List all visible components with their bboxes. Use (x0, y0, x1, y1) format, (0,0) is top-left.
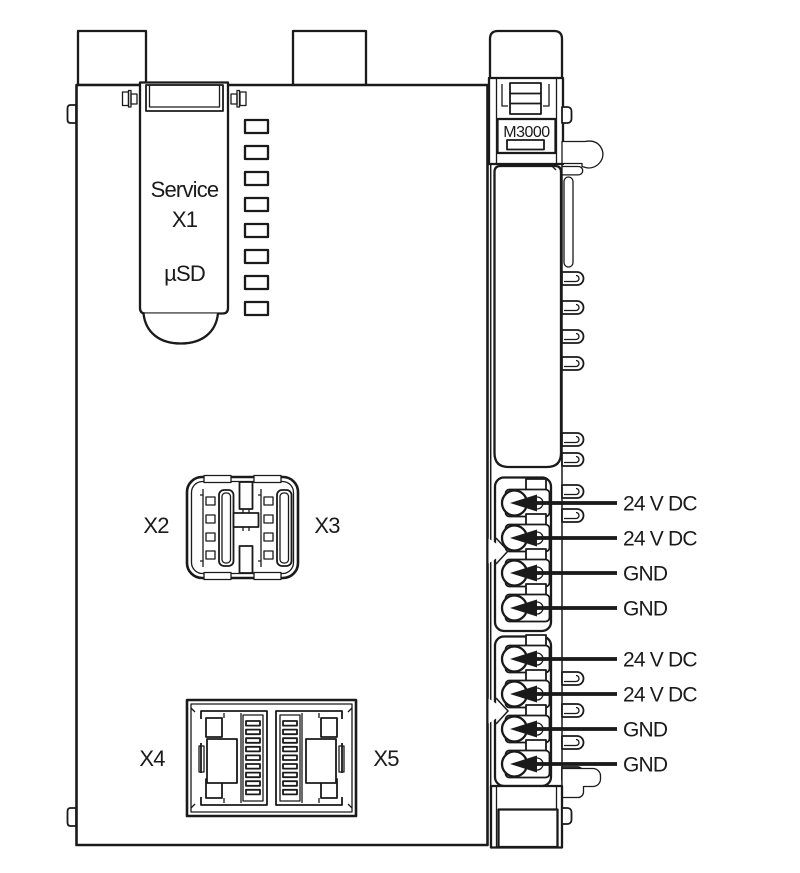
model-badge: M3000 (496, 117, 557, 155)
bus-body (493, 164, 563, 469)
led-indicator (243, 300, 270, 317)
finger-tab (561, 735, 585, 750)
terminal-label: 24 V DC (623, 649, 697, 672)
latch-section: M3000 (487, 76, 573, 166)
side-rail-bar (563, 176, 574, 268)
finger-tab (561, 452, 585, 467)
usb-right-label: X3 (314, 513, 340, 538)
finger-tab (561, 271, 585, 286)
terminal-label: 24 V DC (623, 684, 697, 707)
usb-connector (185, 474, 300, 581)
din-hook-top (561, 140, 604, 169)
ethernet-port-x5 (275, 710, 345, 806)
led-indicator (243, 248, 270, 265)
model-badge-text: M3000 (503, 124, 550, 141)
top-tab-right (488, 29, 564, 81)
led-indicator (243, 144, 270, 161)
finger-tab (561, 329, 585, 344)
terminal-labels: 24 V DC 24 V DC GND GND 24 V DC 24 V DC … (623, 493, 698, 777)
service-port-label: X1 (172, 207, 198, 232)
led-indicator (243, 222, 270, 239)
finger-tab (561, 484, 585, 499)
finger-tab (561, 356, 585, 371)
terminal-label: 24 V DC (623, 493, 697, 516)
finger-tab (561, 703, 585, 718)
service-slot: Service X1 µSD (121, 81, 247, 345)
latch-ladder (509, 82, 542, 115)
usb-left-label: X2 (143, 513, 169, 538)
bus-fingers (561, 271, 585, 781)
led-indicator (243, 196, 270, 213)
bus-foot (489, 784, 573, 849)
housing-clip-bottom-left (66, 807, 77, 827)
finger-tab (561, 300, 585, 315)
led-indicator (243, 274, 270, 291)
terminal-label: GND (623, 563, 668, 586)
ethernet-port-x4 (198, 710, 268, 806)
service-label: Service (151, 177, 219, 202)
finger-tab (561, 671, 585, 686)
sd-card-label: µSD (164, 261, 205, 286)
terminal-label: GND (623, 754, 668, 777)
ethernet-left-label: X4 (139, 746, 165, 771)
finger-tab (561, 508, 585, 523)
housing-clip-top-left (66, 104, 77, 124)
terminal-label: 24 V DC (623, 528, 697, 551)
ethernet-connector (185, 698, 358, 818)
finger-tab (561, 432, 585, 447)
led-indicator (243, 170, 270, 187)
usb-center-divider (232, 481, 260, 574)
slot-clip-right (230, 89, 247, 108)
slot-clip-left (121, 89, 138, 108)
top-tab-middle (291, 29, 368, 87)
din-hook-bottom (561, 767, 602, 799)
led-indicator (243, 118, 270, 135)
ethernet-right-label: X5 (373, 746, 399, 771)
sd-eject-bulge (142, 313, 220, 345)
side-tab (561, 106, 573, 124)
terminal-label: GND (623, 598, 668, 621)
terminal-label: GND (623, 719, 668, 742)
top-tab-left (76, 29, 148, 87)
bus-module: M3000 (487, 76, 619, 849)
